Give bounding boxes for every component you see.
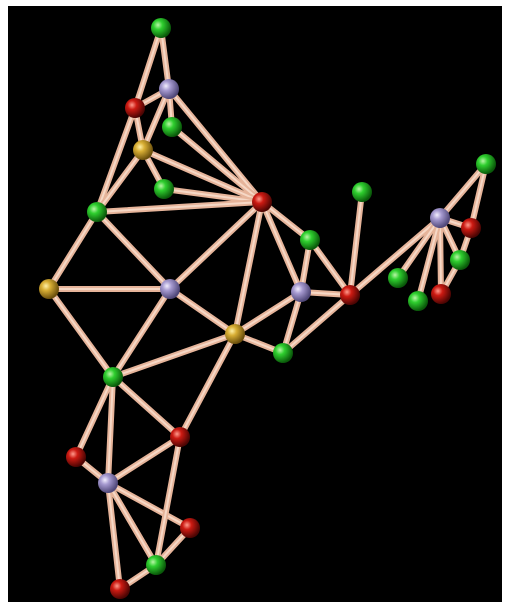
- node-green-n16: [273, 343, 293, 363]
- node-red-n18: [170, 427, 190, 447]
- node-red-n23: [110, 579, 130, 599]
- node-red-n7: [252, 192, 272, 212]
- node-purple-n25: [430, 208, 450, 228]
- node-green-n30: [408, 291, 428, 311]
- node-green-n28: [388, 268, 408, 288]
- node-green-n8: [87, 202, 107, 222]
- node-gold-n5: [133, 140, 153, 160]
- node-green-n17: [352, 182, 372, 202]
- node-green-n24: [476, 154, 496, 174]
- node-purple-n2: [159, 79, 179, 99]
- node-green-n12: [103, 367, 123, 387]
- node-purple-n20: [98, 473, 118, 493]
- canvas-background: [8, 6, 502, 602]
- node-red-n21: [180, 518, 200, 538]
- node-red-n14: [340, 285, 360, 305]
- node-red-n3: [125, 98, 145, 118]
- edge-n25-n29: [440, 218, 441, 294]
- node-red-n29: [431, 284, 451, 304]
- node-green-n22: [146, 555, 166, 575]
- node-purple-n10: [160, 279, 180, 299]
- node-green-n4: [162, 117, 182, 137]
- node-green-n11: [300, 230, 320, 250]
- node-green-n6: [154, 179, 174, 199]
- node-purple-n13: [291, 282, 311, 302]
- node-green-n1: [151, 18, 171, 38]
- node-gold-n9: [39, 279, 59, 299]
- node-red-n19: [66, 447, 86, 467]
- node-gold-n15: [225, 324, 245, 344]
- node-green-n27: [450, 250, 470, 270]
- node-red-n26: [461, 218, 481, 238]
